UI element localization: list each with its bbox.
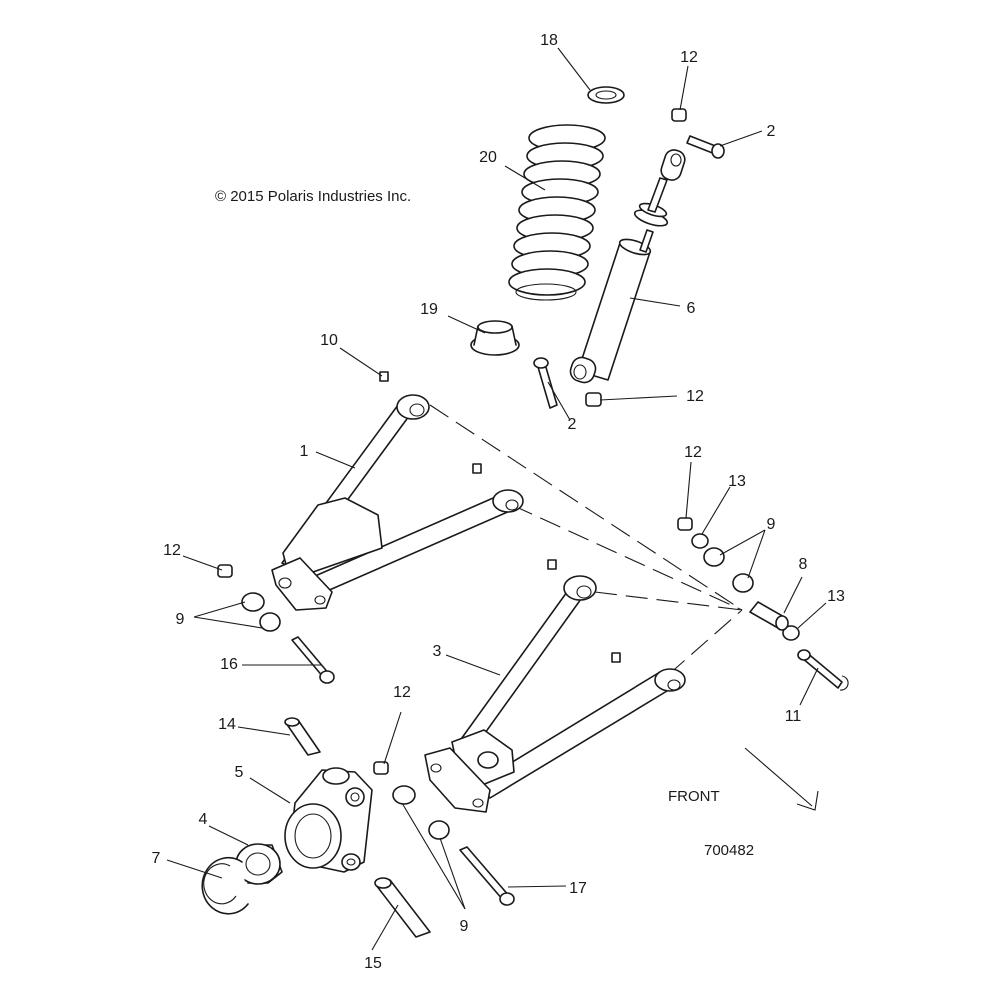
callout-12: 12 bbox=[686, 388, 704, 405]
callout-labels: 18 12 2 20 6 19 10 2 12 1 12 13 9 12 8 1… bbox=[152, 32, 845, 972]
spring-seat bbox=[470, 320, 520, 356]
snap-ring bbox=[201, 857, 249, 915]
callout-9: 9 bbox=[460, 918, 469, 935]
callout-16: 16 bbox=[220, 656, 238, 673]
callout-13: 13 bbox=[728, 473, 746, 490]
coil-spring bbox=[508, 124, 606, 301]
callout-17: 17 bbox=[569, 880, 587, 897]
nut-top bbox=[671, 108, 687, 122]
front-arrow-icon bbox=[744, 747, 819, 811]
callout-13: 13 bbox=[827, 588, 845, 605]
washer bbox=[691, 533, 800, 641]
pivot-bolt-lower bbox=[459, 846, 515, 906]
callout-20: 20 bbox=[479, 149, 497, 166]
callout-4: 4 bbox=[199, 811, 208, 828]
callout-12: 12 bbox=[163, 542, 181, 559]
callout-9: 9 bbox=[176, 611, 185, 628]
callout-18: 18 bbox=[540, 32, 558, 49]
nut-left bbox=[217, 564, 233, 578]
shock-bolt-lower bbox=[533, 357, 558, 409]
nut-shock-lower bbox=[585, 392, 602, 407]
spring-retainer-clip bbox=[587, 86, 625, 104]
grease-fitting bbox=[379, 371, 621, 663]
callout-12: 12 bbox=[680, 49, 698, 66]
callout-19: 19 bbox=[420, 301, 438, 318]
pivot-bolt-upper bbox=[291, 636, 335, 684]
callout-10: 10 bbox=[320, 332, 338, 349]
clevis-pin bbox=[797, 649, 849, 691]
bearing-carrier bbox=[284, 767, 373, 873]
figure-number: 700482 bbox=[704, 842, 754, 859]
callout-14: 14 bbox=[218, 716, 236, 733]
callout-6: 6 bbox=[687, 300, 696, 317]
shock-absorber bbox=[569, 149, 686, 384]
callout-8: 8 bbox=[799, 556, 808, 573]
pivot-tube-lower bbox=[374, 877, 431, 938]
callout-11: 11 bbox=[785, 708, 802, 725]
callout-15: 15 bbox=[364, 955, 382, 972]
bushing-set bbox=[241, 547, 754, 840]
callout-12: 12 bbox=[393, 684, 411, 701]
upper-a-arm bbox=[271, 394, 524, 611]
shock-bolt-upper bbox=[686, 135, 725, 159]
front-label: FRONT bbox=[668, 788, 720, 805]
callout-1: 1 bbox=[300, 443, 309, 460]
copyright-text: © 2015 Polaris Industries Inc. bbox=[215, 188, 411, 205]
wheel-bearing bbox=[235, 843, 283, 885]
callout-5: 5 bbox=[235, 764, 244, 781]
alignment-lines bbox=[429, 404, 743, 676]
callout-2: 2 bbox=[767, 123, 776, 140]
pivot-tube-upper bbox=[284, 717, 321, 756]
callout-2: 2 bbox=[568, 416, 577, 433]
nut-right bbox=[677, 517, 693, 531]
lower-a-arm bbox=[424, 575, 686, 813]
leader-lines bbox=[166, 47, 827, 951]
nut-middle bbox=[373, 761, 389, 775]
callout-7: 7 bbox=[152, 850, 161, 867]
callout-3: 3 bbox=[433, 643, 442, 660]
callout-9: 9 bbox=[767, 516, 776, 533]
pivot-sleeve bbox=[749, 601, 789, 631]
callout-12: 12 bbox=[684, 444, 702, 461]
